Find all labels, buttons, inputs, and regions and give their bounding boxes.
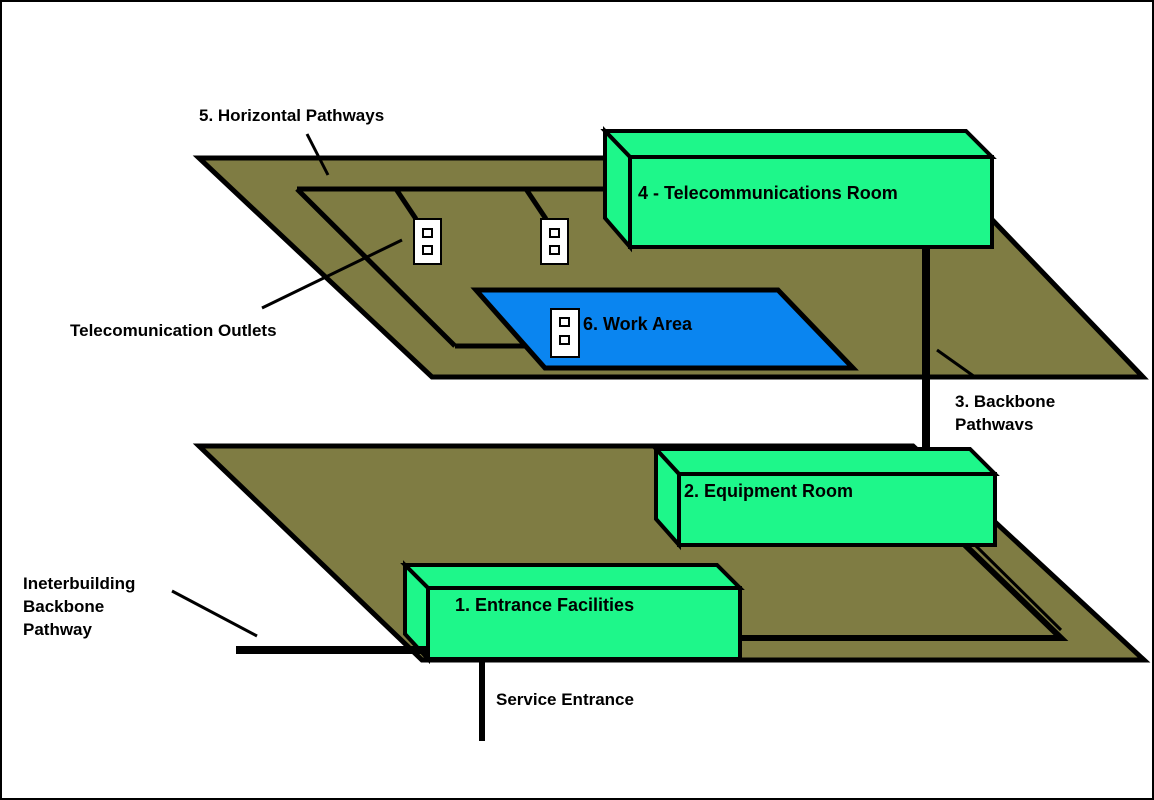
- leader-backbone: [936, 348, 976, 379]
- leader-horizontal-pathways: [305, 133, 330, 176]
- equipment-room: [651, 443, 1000, 551]
- horizontal-pathway-2: [393, 187, 419, 221]
- equipment-room-label: 2. Equipment Room: [684, 481, 853, 501]
- equipment-to-entrance-pathway: [740, 542, 1069, 641]
- backbone-label-line1: 3. Backbone: [955, 392, 1055, 411]
- telecom-outlet-1: [413, 218, 442, 265]
- work-area-label: 6. Work Area: [583, 314, 693, 334]
- pathway-edge: [973, 543, 1063, 632]
- telecom-outlet-2: [540, 218, 569, 265]
- interbuilding-label-line3: Pathway: [23, 620, 93, 639]
- leader-telecom-outlets: [261, 238, 403, 310]
- telecom-room: [600, 126, 997, 253]
- entrance-facilities: [400, 560, 745, 665]
- horizontal-pathway-3: [523, 187, 549, 221]
- interbuilding-label-line2: Backbone: [23, 597, 104, 616]
- horizontal-pathway-1: [295, 187, 457, 348]
- entrance-facilities-label: 1. Entrance Facilities: [455, 595, 634, 615]
- backbone-label-line2: Pathwavs: [955, 415, 1033, 434]
- telecom-room-label: 4 - Telecommunications Room: [638, 183, 898, 203]
- telecom-outlets-label: Telecomunication Outlets: [70, 321, 277, 340]
- telecom-outlet-work-area: [550, 308, 580, 358]
- horizontal-pathways-label: 5. Horizontal Pathways: [199, 106, 384, 125]
- leader-lines-upper: [261, 133, 976, 379]
- interbuilding-label-line1: Ineterbuilding: [23, 574, 135, 593]
- service-entrance-label: Service Entrance: [496, 690, 634, 709]
- leader-interbuilding: [171, 589, 258, 638]
